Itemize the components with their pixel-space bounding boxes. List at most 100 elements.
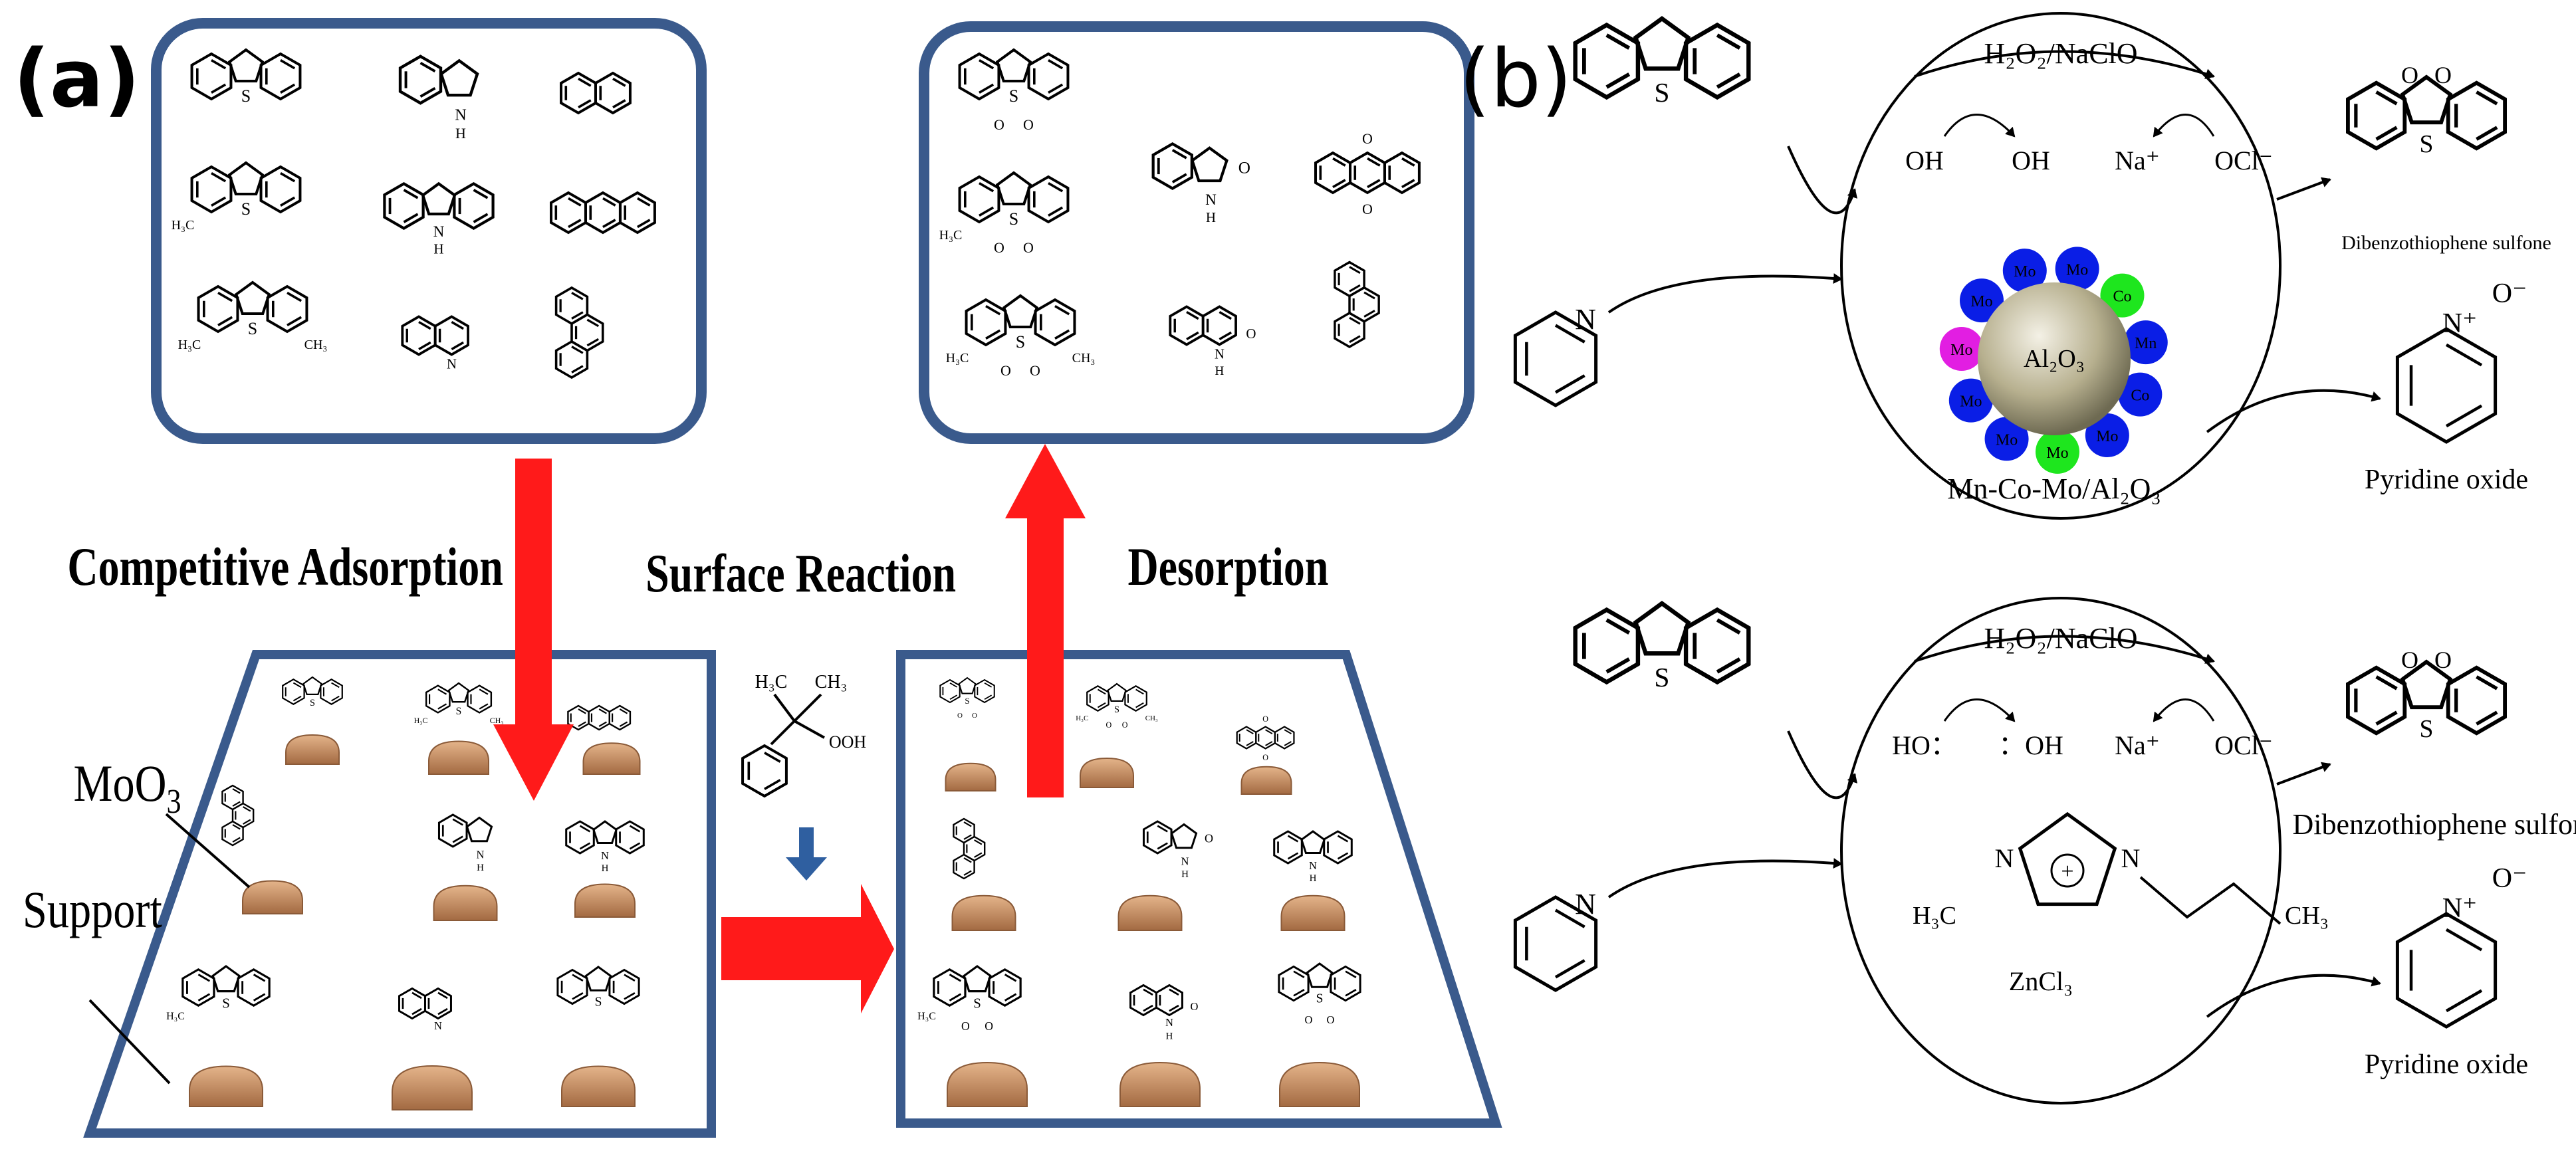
dibenzothiophene-sulfone: S <box>2346 659 2507 743</box>
thiophene-ring <box>584 966 612 992</box>
product-sulfone-label: Dibenzothiophene sulfone <box>2292 808 2576 841</box>
heteroatom-label: S <box>2420 130 2434 158</box>
aromatic-ring <box>1086 685 1110 712</box>
methyl-label: H₃C <box>1076 714 1088 722</box>
methyl-label: H₃C <box>172 218 195 233</box>
heteroatom-label: S <box>310 698 315 708</box>
oxygen-label: O <box>985 1019 993 1033</box>
pyrrole-ring <box>439 58 479 97</box>
aromatic-ring <box>588 704 610 731</box>
moo3-site <box>392 1065 473 1110</box>
dopant-site <box>2055 247 2099 291</box>
methyl-label: H₃C <box>946 351 969 366</box>
pyridine-oxide-ring <box>2395 912 2498 1029</box>
oxygen-label: O <box>1262 714 1268 724</box>
hydrogen-label: H <box>1166 1031 1173 1042</box>
indole: NH <box>398 54 479 142</box>
reacted-phenanthrenequinone <box>953 817 986 880</box>
pyridine-out-arrow <box>2206 389 2381 433</box>
dopant-label: Co <box>2131 387 2149 405</box>
dopant-label: Mo <box>1960 393 1982 411</box>
heteroatom-label: S <box>2420 715 2434 743</box>
anthracene <box>550 191 656 235</box>
moo3-site <box>1280 894 1346 931</box>
oxygen-label: O <box>1023 239 1034 256</box>
methyl-label: CH₃ <box>815 672 848 692</box>
species-arrow <box>2153 698 2215 722</box>
thiophene-ring <box>1107 682 1127 702</box>
moo3-site <box>582 742 641 775</box>
oxidant-arc <box>1914 50 2215 79</box>
pyrrole-ring <box>592 820 618 845</box>
moo3-site <box>433 885 498 921</box>
adsorbed-indole: NH <box>437 813 493 873</box>
legend-moo3: MoO3 <box>74 755 181 821</box>
thiophene-ring <box>995 48 1032 83</box>
aromatic-ring <box>259 165 302 214</box>
oxygen-label: O⁻ <box>2492 278 2527 309</box>
moo3-site <box>561 1065 636 1107</box>
thiophene-ring <box>2400 74 2453 125</box>
heteroatom-label: S <box>222 996 230 1011</box>
aromatic-ring <box>221 820 244 847</box>
dopant-label: Mo <box>1970 293 1992 310</box>
heteroatom-label: S <box>1654 662 1669 692</box>
aromatic-ring <box>565 820 595 855</box>
dopant-label: Mn <box>2135 335 2157 352</box>
oxygen-label: O <box>1305 1013 1313 1026</box>
hydrogen-label: H <box>1181 869 1189 880</box>
dopant-site <box>1939 327 1984 371</box>
species-label: Na⁺ <box>2115 146 2160 175</box>
pyridine-oxide-ring <box>2395 327 2498 444</box>
nitrogen-label: N <box>1215 346 1225 362</box>
heteroatom-label: S <box>595 996 602 1009</box>
pyridine-in-arrow <box>1607 273 1843 314</box>
dopant-site <box>2123 320 2168 365</box>
adsorbed-dbt: S <box>282 676 343 708</box>
pyrrole-ring <box>1170 823 1198 849</box>
aromatic-ring <box>2446 80 2507 151</box>
pyridine-ring <box>1201 305 1237 346</box>
oxygen-label: O <box>2401 647 2418 673</box>
reactants-box <box>151 18 707 444</box>
phenanthrenequinone <box>1334 261 1380 348</box>
species-label: HO： <box>1892 730 1957 760</box>
reacted-carbazole: NH <box>1273 830 1353 884</box>
aromatic-ring <box>237 968 271 1007</box>
pyridine-ring <box>1513 895 1598 992</box>
aromatic-ring <box>190 165 233 214</box>
adsorption-surface <box>83 650 716 1138</box>
nitrogen-label: N⁺ <box>2442 308 2478 339</box>
aromatic-ring <box>383 181 425 231</box>
aromatic-ring <box>584 191 622 235</box>
step-competitive-adsorption: Competitive Adsorption <box>67 536 503 596</box>
aromatic-ring <box>1151 142 1193 191</box>
nitrogen-label: N <box>1575 303 1596 336</box>
pyridine-ring <box>423 987 452 1020</box>
moo3-site <box>945 762 996 791</box>
oxygen-label: O <box>1030 362 1040 379</box>
moo3-site <box>189 1065 263 1107</box>
catalyst-name-label: Mn-Co-Mo/Al₂O₃ <box>1947 472 2161 505</box>
nitrogen-label: N <box>455 106 466 124</box>
oxygen-label: O <box>1205 832 1213 845</box>
moo3-site <box>574 883 636 918</box>
aromatic-ring <box>958 175 1000 224</box>
aromatic-ring <box>1573 22 1641 100</box>
step-surface-reaction: Surface Reaction <box>645 542 956 603</box>
aromatic-ring <box>1683 22 1751 100</box>
heteroatom-label: S <box>241 86 251 106</box>
thiophene-ring <box>1633 16 1691 71</box>
moo3-site <box>285 734 340 765</box>
dopant-label: Mo <box>1996 431 2018 449</box>
aromatic-ring <box>550 191 587 235</box>
hydroperoxy-label: OOH <box>829 732 867 752</box>
